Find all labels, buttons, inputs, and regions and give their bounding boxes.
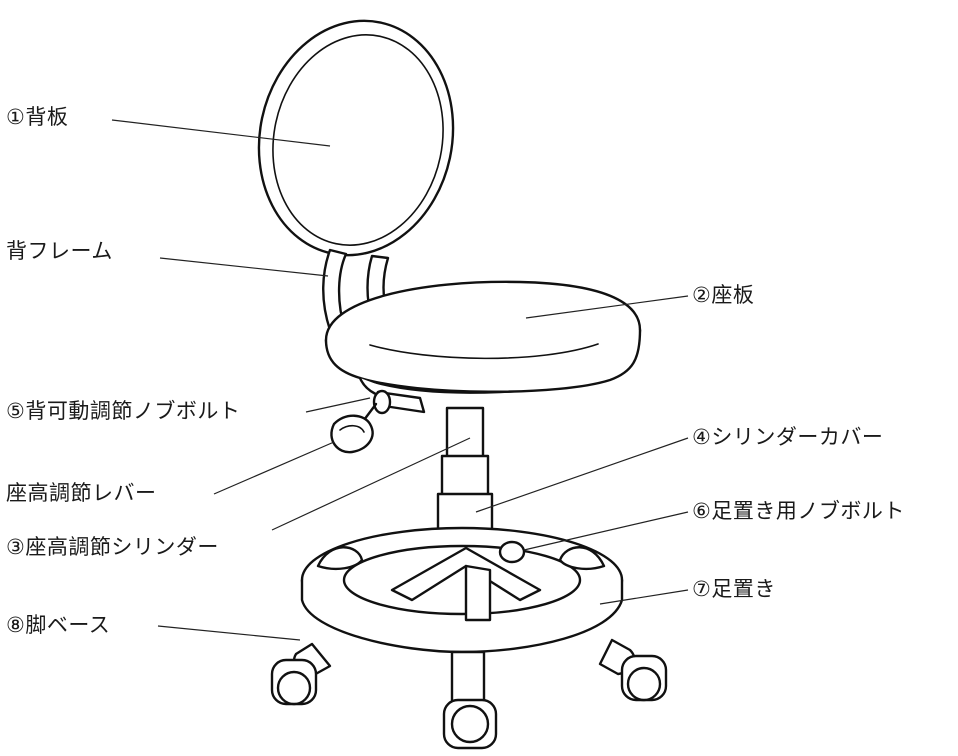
- label-back-frame: 背フレーム: [6, 239, 113, 263]
- backrest-shape: [257, 19, 455, 257]
- label-seat: ②座板: [692, 283, 755, 307]
- leg-base-shape: [270, 638, 668, 750]
- mechanism-shape: [330, 389, 426, 454]
- label-height-cylinder: ③座高調節シリンダー: [6, 535, 219, 559]
- leader-lines: [111, 119, 689, 641]
- seat-shape: [324, 280, 642, 402]
- caster-front: [442, 698, 498, 750]
- caster-left: [270, 658, 318, 706]
- label-backrest: ①背板: [6, 105, 69, 129]
- label-leg-base: ⑧脚ベース: [6, 613, 111, 637]
- label-footrest-knob-bolt: ⑥足置き用ノブボルト: [692, 499, 905, 523]
- label-cylinder-cover: ④シリンダーカバー: [692, 425, 884, 449]
- footrest-shape: [300, 526, 624, 654]
- label-footrest: ⑦足置き: [692, 577, 776, 601]
- label-height-lever: 座高調節レバー: [6, 481, 157, 505]
- label-back-knob-bolt: ⑤背可動調節ノブボルト: [6, 399, 241, 423]
- caster-right: [620, 654, 668, 702]
